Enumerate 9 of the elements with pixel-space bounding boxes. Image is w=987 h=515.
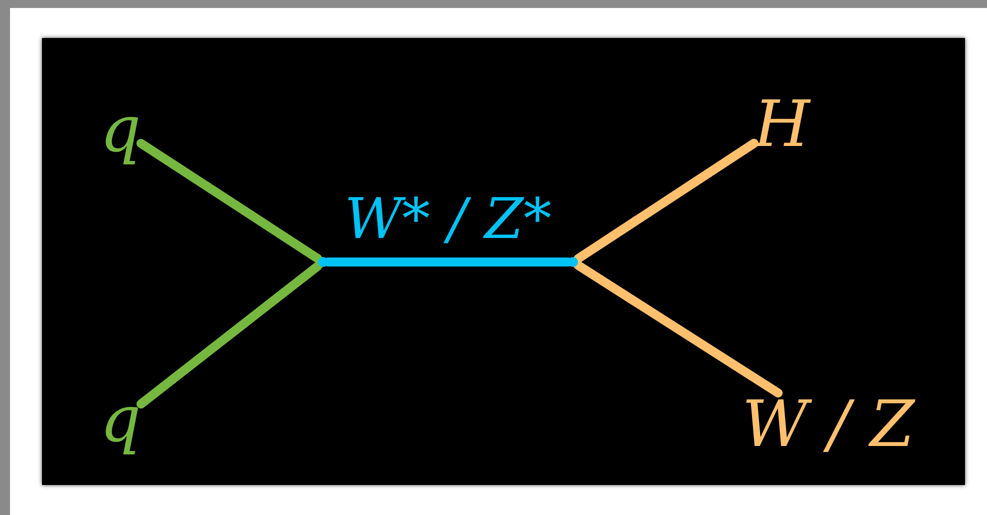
propagator-line (574, 260, 783, 398)
propagator-line (136, 138, 322, 264)
propagator-line (574, 138, 758, 264)
propagator-line (324, 258, 572, 266)
propagator-line (136, 261, 322, 409)
particle-label: W / Z (742, 393, 914, 457)
particle-label: H (754, 93, 810, 157)
particle-label: q (100, 388, 141, 452)
particle-label: q (100, 98, 141, 162)
